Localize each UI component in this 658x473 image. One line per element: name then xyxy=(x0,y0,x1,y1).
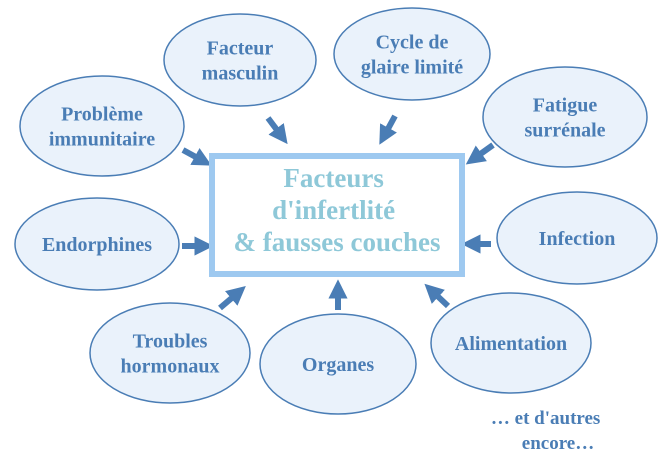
factor-node-endorphines: Endorphines xyxy=(14,197,180,291)
factor-label: Problème immunitaire xyxy=(49,104,155,151)
central-title-line: Facteurs xyxy=(283,163,383,193)
central-box-border xyxy=(209,153,465,277)
factor-label-line: Organes xyxy=(302,354,374,376)
arrow-to-center xyxy=(465,142,495,165)
factor-ellipse xyxy=(482,66,648,168)
factor-label: Troubles hormonaux xyxy=(121,331,220,378)
factor-node-troubles-hormonaux: Troubles hormonaux xyxy=(89,302,251,404)
factor-node-alimentation: Alimentation xyxy=(430,292,592,394)
factor-ellipse xyxy=(259,313,417,415)
factor-label-line: masculin xyxy=(202,63,279,85)
factor-label-line: glaire limité xyxy=(361,57,463,79)
central-factor-box: Facteurs d'infertlité & fausses couches xyxy=(209,153,465,277)
factor-label: Fatigue surrénale xyxy=(524,95,605,142)
factor-label: Endorphines xyxy=(42,234,152,256)
factor-label-line: Cycle de xyxy=(376,32,449,54)
central-title-line: & fausses couches xyxy=(234,227,441,257)
central-title-line: d'infertlité xyxy=(272,195,395,225)
factor-label-line: Fatigue xyxy=(533,95,598,117)
factor-label: Infection xyxy=(539,228,616,250)
factor-node-cycle-glaire: Cycle de glaire limité xyxy=(333,7,491,101)
factor-node-probleme-immunitaire: Problème immunitaire xyxy=(19,75,185,177)
factor-label-line: Alimentation xyxy=(455,333,567,355)
factor-ellipse xyxy=(430,292,592,394)
arrow-to-center xyxy=(218,286,246,311)
factor-ellipse xyxy=(333,7,491,101)
factor-label-line: Troubles xyxy=(133,331,208,353)
factor-ellipse xyxy=(496,191,658,285)
factor-label-line: hormonaux xyxy=(121,356,220,378)
factor-label-line: surrénale xyxy=(524,120,605,142)
factor-label: Alimentation xyxy=(455,333,567,355)
central-title: Facteurs d'infertlité & fausses couches xyxy=(234,163,441,257)
factor-node-organes: Organes xyxy=(259,313,417,415)
nodes-layer: Facteur masculin Cycle de glaire limitéProb… xyxy=(14,7,658,415)
arrow-to-center xyxy=(379,114,398,145)
arrow-to-center xyxy=(181,147,212,166)
footnote-text: … et d'autres encore… xyxy=(491,408,605,454)
factor-label-line: Problème xyxy=(61,104,143,126)
factor-label-line: Facteur xyxy=(207,38,274,60)
factor-ellipse xyxy=(14,197,180,291)
factor-node-infection: Infection xyxy=(496,191,658,285)
factor-ellipse xyxy=(163,13,317,107)
factor-label-line: Endorphines xyxy=(42,234,152,256)
arrows-layer xyxy=(181,114,495,311)
factor-label: Cycle de glaire limité xyxy=(361,32,463,79)
factor-label: Facteur masculin xyxy=(202,38,279,85)
factor-ellipse xyxy=(19,75,185,177)
footnote-line: … et d'autres xyxy=(491,408,600,429)
factor-node-facteur-masculin: Facteur masculin xyxy=(163,13,317,107)
factor-label: Organes xyxy=(302,354,374,376)
factor-label-line: immunitaire xyxy=(49,129,155,151)
arrow-to-center xyxy=(424,283,451,309)
footnote-line: encore… xyxy=(522,433,594,454)
factor-node-fatigue-surrenale: Fatigue surrénale xyxy=(482,66,648,168)
factor-label-line: Infection xyxy=(539,228,616,250)
factor-ellipse xyxy=(89,302,251,404)
arrow-to-center xyxy=(265,116,288,145)
